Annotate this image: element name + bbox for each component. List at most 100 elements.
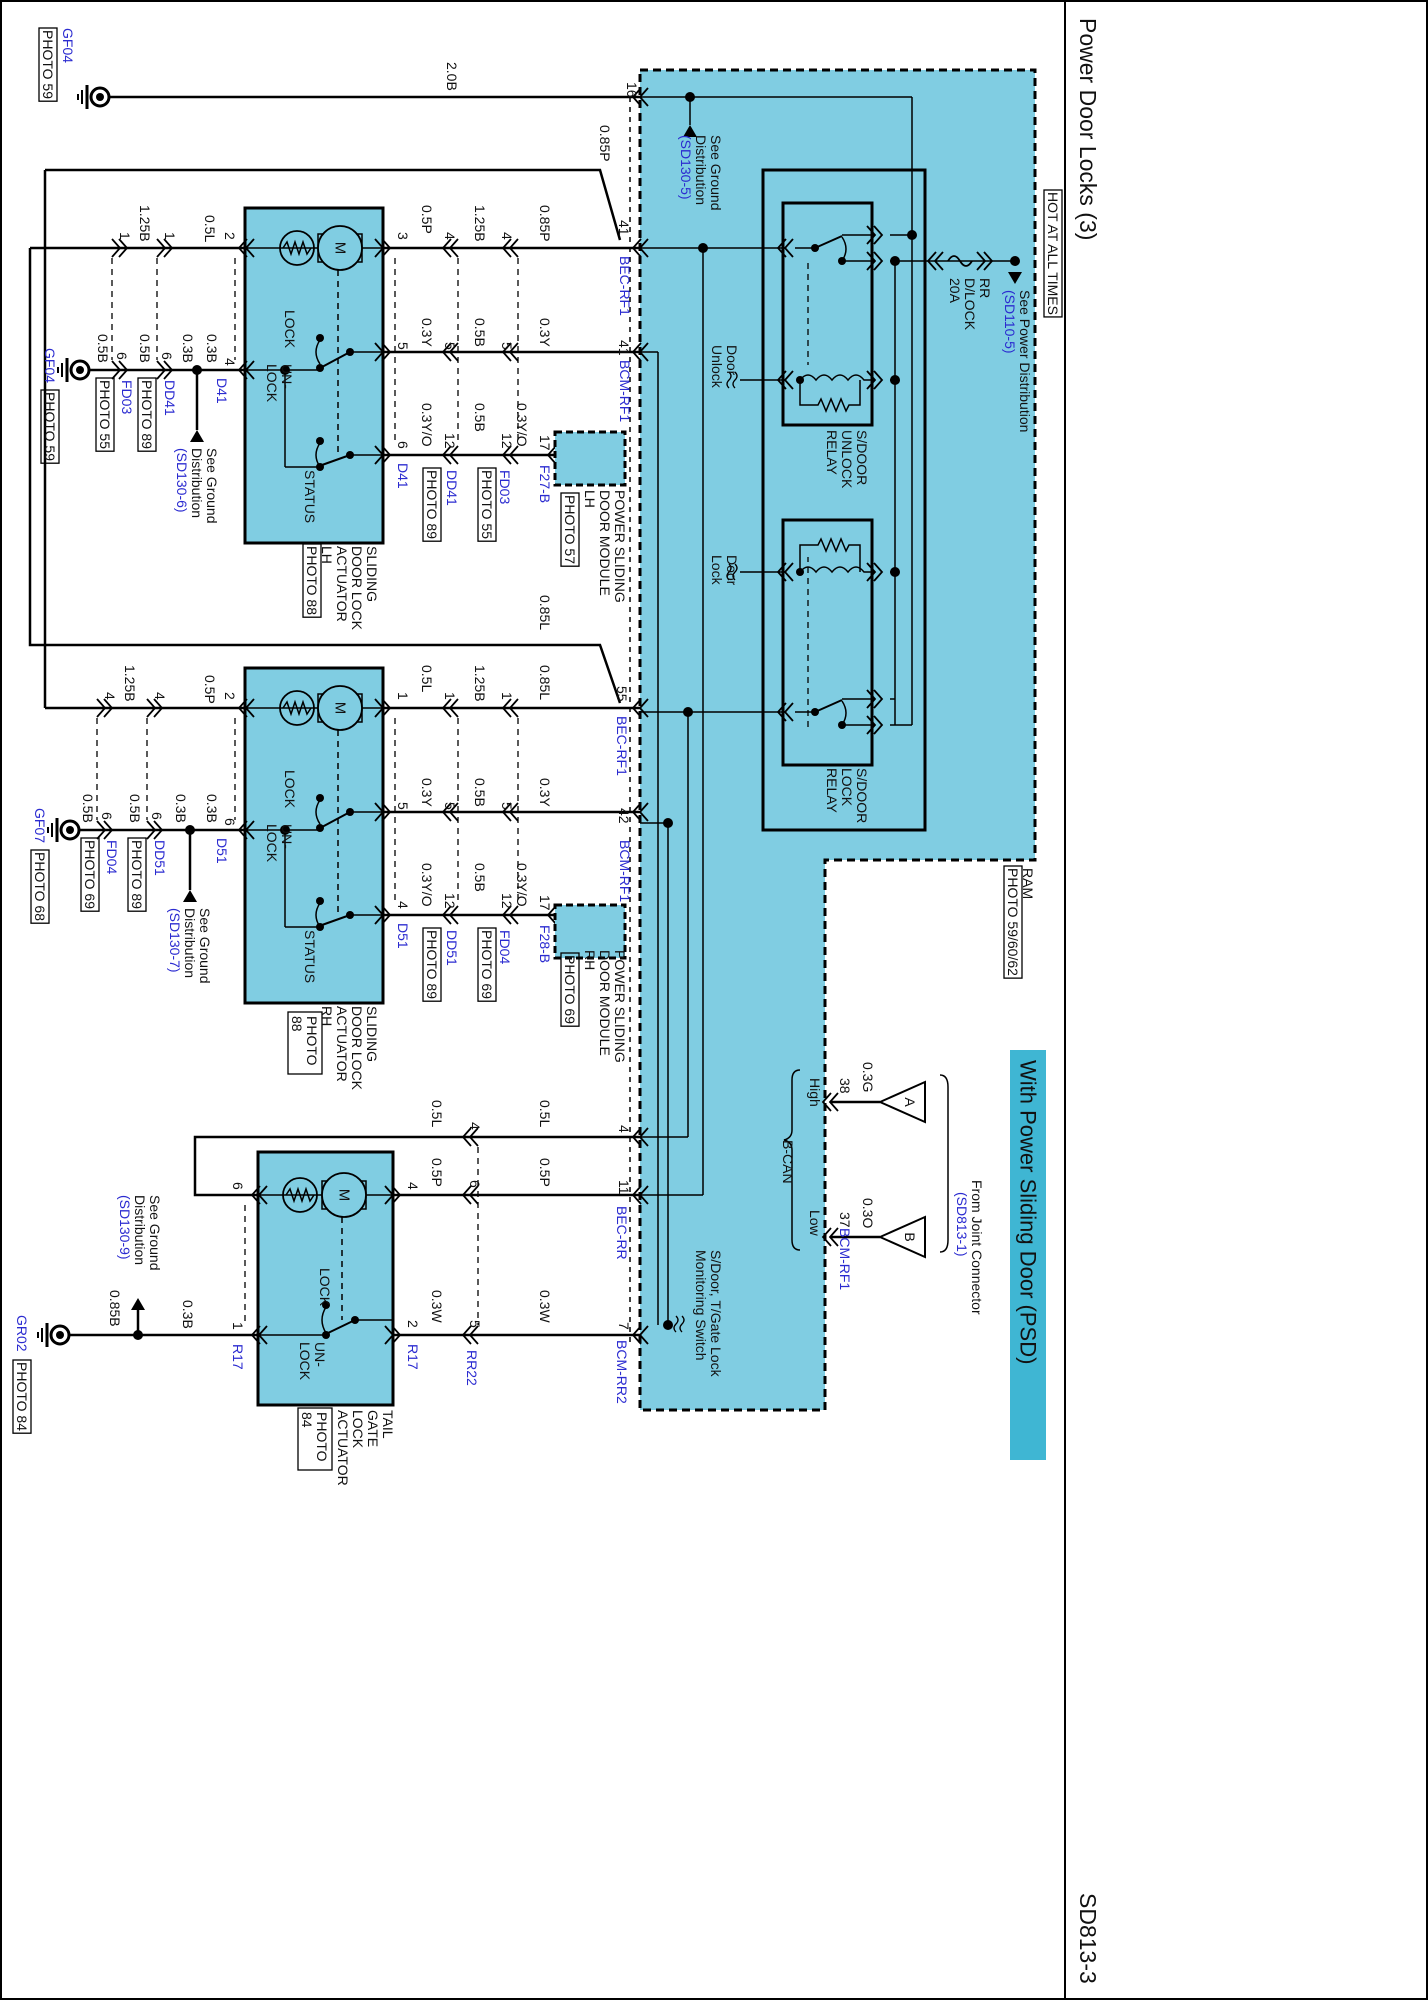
- lh-inner-status: STATUS: [302, 470, 318, 523]
- photo-ref-box: [30, 849, 50, 924]
- can-joint-connector-b-icon: [877, 1215, 926, 1259]
- ram-pins-p11: 11: [616, 1180, 632, 1195]
- lh-module-photo: PHOTO 57: [562, 495, 578, 564]
- rh-conn-module: F28-B: [537, 925, 553, 963]
- label-group: 1: [230, 1322, 246, 1330]
- label-group: PHOTO 89: [127, 837, 147, 912]
- relay-coil-icon: [799, 374, 875, 382]
- label-group: D51: [395, 923, 411, 949]
- lh-l1-gauges-1: 0.5L: [202, 215, 218, 242]
- label-group: 5: [442, 802, 458, 810]
- rh-lconn-ground_photo: PHOTO 68: [32, 852, 48, 921]
- label-group: Monitoring Switch: [693, 1250, 709, 1361]
- label-group: FD03: [497, 470, 513, 504]
- connector-chevron-icon: [828, 1092, 839, 1112]
- ground_top-id: GF04: [60, 28, 76, 63]
- connector-chevron-icon: [448, 802, 459, 822]
- label-group: 0.5P: [202, 675, 218, 704]
- label-group: PHOTO 68: [30, 849, 50, 924]
- label-group: 88: [289, 1016, 305, 1032]
- photo-ref-box: [12, 1359, 32, 1434]
- lh-lconn-outer: FD03: [119, 380, 135, 414]
- rh-l2-gauges-1: 0.5B: [127, 794, 143, 823]
- label-group: 0.5P: [429, 1158, 445, 1187]
- label-group: DOOR MODULE: [597, 950, 613, 1056]
- connector-chevron-icon: [631, 238, 642, 258]
- label-group: R17: [405, 1344, 421, 1370]
- label-group: 12: [442, 893, 458, 909]
- label-group: 0.5B: [472, 778, 488, 807]
- label-group: 5: [395, 342, 411, 350]
- label-group: PHOTO: [304, 1016, 320, 1066]
- lh-l2-pins-1: 6: [159, 352, 175, 360]
- ram-ground_ref-2: (SD130-5): [678, 135, 694, 200]
- lh-module-lines-2: LH: [582, 490, 598, 508]
- lh-conn-mid: DD41: [444, 470, 460, 506]
- label-group: 55: [614, 686, 630, 702]
- relay-coil-icon: [799, 566, 875, 574]
- label-group: 0.3O: [860, 1198, 876, 1228]
- label-group: D51: [214, 838, 230, 864]
- can-high: High: [807, 1078, 823, 1107]
- switch-contact: [315, 799, 321, 825]
- lh-actuator-lines-2: ACTUATOR: [334, 546, 350, 622]
- can-low: Low: [807, 1210, 823, 1237]
- lh-l2-pins-2: 4: [222, 358, 238, 366]
- bracket: [939, 1074, 949, 1253]
- tailgate-left-pin_top: 6: [230, 1182, 246, 1190]
- connector-chevron-icon: [441, 342, 452, 362]
- ptc-resistor-icon: [282, 699, 312, 717]
- can-a-label: A: [902, 1097, 918, 1107]
- label-group: LOCK: [350, 1410, 366, 1449]
- photo-ref-box: [40, 389, 60, 464]
- label-group: PHOTO: [314, 1412, 330, 1462]
- label-group: 0.5L: [202, 215, 218, 242]
- label-group: PHOTO 84: [12, 1359, 32, 1434]
- rh-r3-gauges-2: 0.3Y/O: [514, 863, 530, 907]
- connector-chevron-icon: [501, 905, 512, 925]
- ram-unlock_relay-0: S/DOOR: [854, 430, 870, 485]
- rh-l2-gauges-0: 0.5B: [80, 794, 96, 823]
- ram-door_lock-0: Door: [724, 555, 740, 586]
- ram-lock_relay-0: S/DOOR: [854, 768, 870, 823]
- label-group: LOCK: [264, 824, 280, 863]
- tailgate-left-ground: GR02: [14, 1315, 30, 1352]
- lh-lconn-ground: GF04: [42, 348, 58, 383]
- connector-chevron-icon: [448, 342, 459, 362]
- junction-dot: [322, 1301, 330, 1309]
- rh-r2-gauges-0: 0.3Y: [419, 778, 435, 807]
- connector-chevron-icon: [508, 905, 519, 925]
- label-group: GR02: [14, 1315, 30, 1352]
- connector-chevron-icon: [111, 238, 122, 258]
- ram-photo: PHOTO 59/60/62: [1005, 868, 1021, 976]
- label-group: 17: [537, 435, 553, 451]
- lh-r3-gauges-0: 0.3Y/O: [419, 403, 435, 447]
- lh-r3-gauges-1: 0.5B: [472, 403, 488, 432]
- label-group: 0.5B: [80, 794, 96, 823]
- connector-chevron-icon: [461, 1325, 472, 1345]
- label-group: M: [336, 1189, 353, 1202]
- ram-power_ref-1: (SD110-5): [1002, 290, 1018, 354]
- label-group: GF04: [60, 28, 76, 63]
- label-group: See Ground: [147, 1195, 163, 1271]
- rh-lconn-outer: FD04: [104, 840, 120, 874]
- label-group: RELAY: [824, 768, 840, 814]
- connector-chevron-icon: [828, 1227, 839, 1247]
- page-code: SD813-3: [1075, 1893, 1101, 1984]
- can-bus: B-CAN: [780, 1140, 796, 1184]
- connector-chevron-icon: [508, 238, 519, 258]
- tailgate-w3-pin_mid: 5: [467, 1320, 483, 1328]
- ptc-resistor-icon: [282, 239, 312, 257]
- wire: [321, 811, 351, 828]
- ram-pins-bcm_rf1_a: BCM-RF1: [617, 360, 633, 422]
- label-group: STATUS: [302, 470, 318, 523]
- connector-chevron-icon: [156, 238, 167, 258]
- label-group: 41: [616, 340, 632, 356]
- photo-ref-box: [127, 837, 147, 912]
- connector-chevron-icon: [638, 802, 649, 822]
- label-group: S/DOOR: [854, 430, 870, 485]
- connector-chevron-icon: [257, 1185, 268, 1205]
- lh-r1-gauges-1: 1.25B: [472, 205, 488, 242]
- label-group: 6: [149, 812, 165, 820]
- label-group: LOCK: [317, 1268, 333, 1307]
